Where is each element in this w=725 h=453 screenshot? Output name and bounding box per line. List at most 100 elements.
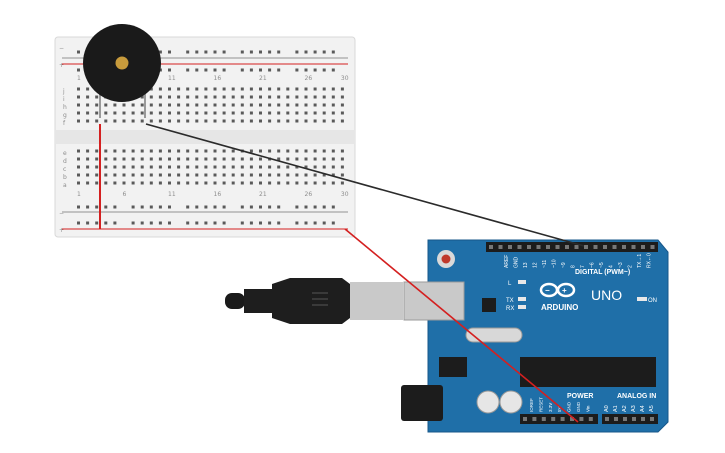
terminal-hole	[168, 103, 171, 107]
rail-hole	[158, 68, 162, 72]
terminal-hole	[240, 181, 244, 185]
terminal-hole	[295, 157, 299, 161]
rail-hole	[277, 68, 281, 72]
terminal-hole	[222, 111, 226, 115]
terminal-hole	[177, 181, 181, 185]
rail-hole	[322, 50, 326, 54]
row-label-d: d	[63, 158, 67, 165]
usb-logo-icon	[312, 292, 328, 306]
terminal-hole	[231, 87, 235, 91]
terminal-hole	[195, 149, 199, 153]
terminal-hole	[213, 87, 217, 91]
led-l	[518, 280, 526, 284]
terminal-hole	[222, 173, 226, 177]
terminal-hole	[140, 149, 144, 153]
digital-header-label: DIGITAL (PWM~)	[575, 269, 630, 276]
rail-hole	[168, 205, 171, 209]
terminal-hole	[331, 165, 335, 169]
reset-button-cap[interactable]	[441, 254, 451, 264]
terminal-hole	[177, 173, 181, 177]
terminal-hole	[277, 181, 281, 185]
rail-hole	[86, 205, 90, 209]
terminal-hole	[195, 95, 199, 99]
dc-barrel-jack	[401, 385, 443, 421]
terminal-hole	[304, 181, 308, 185]
rail-hole	[249, 50, 253, 54]
column-number: 16	[214, 191, 222, 198]
terminal-hole	[158, 157, 162, 161]
rail-hole	[213, 50, 217, 54]
terminal-hole	[177, 157, 181, 161]
terminal-hole	[259, 157, 262, 161]
terminal-hole	[195, 173, 199, 177]
terminal-hole	[131, 173, 135, 177]
terminal-hole	[213, 157, 217, 161]
digital-pin	[641, 245, 645, 249]
wires	[99, 123, 585, 423]
analog-pin	[632, 417, 636, 421]
terminal-hole	[277, 119, 281, 123]
led-rx-label: RX	[506, 306, 514, 312]
rail-hole	[249, 68, 253, 72]
terminal-hole	[131, 149, 135, 153]
digital-pin-label: 2	[628, 265, 634, 268]
terminal-hole	[322, 173, 326, 177]
terminal-hole	[213, 119, 217, 123]
rail-hole	[249, 205, 253, 209]
terminal-hole	[213, 103, 217, 107]
digital-pin	[584, 245, 588, 249]
terminal-hole	[295, 149, 299, 153]
terminal-hole	[331, 157, 335, 161]
digital-header	[486, 242, 658, 252]
digital-pin-label: 4	[609, 265, 615, 268]
terminal-hole	[113, 149, 117, 153]
terminal-hole	[77, 157, 80, 161]
terminal-hole	[222, 119, 226, 123]
row-label-j: j	[62, 88, 65, 95]
terminal-hole	[95, 95, 99, 99]
rail-hole	[104, 205, 108, 209]
terminal-hole	[86, 157, 90, 161]
usb-cable-strain-relief	[225, 293, 245, 309]
terminal-hole	[213, 173, 217, 177]
terminal-hole	[340, 95, 344, 99]
terminal-hole	[140, 165, 144, 169]
terminal-hole	[259, 165, 262, 169]
terminal-hole	[295, 111, 299, 115]
terminal-hole	[313, 95, 317, 99]
terminal-hole	[77, 119, 80, 123]
analog-pin-label: A4	[640, 405, 646, 412]
terminal-hole	[340, 149, 344, 153]
rail-hole	[95, 221, 99, 225]
power-pin-label: 5V	[557, 406, 562, 412]
terminal-hole	[204, 157, 208, 161]
terminal-hole	[204, 149, 208, 153]
power-pin	[523, 417, 527, 421]
power-pin-label: 3.3V	[548, 403, 553, 412]
terminal-hole	[204, 111, 208, 115]
analog-header-label: ANALOG IN	[617, 393, 656, 400]
terminal-hole	[113, 119, 117, 123]
terminal-hole	[158, 119, 162, 123]
terminal-hole	[322, 119, 326, 123]
terminal-hole	[268, 111, 272, 115]
row-label-g: g	[63, 112, 67, 119]
terminal-hole	[131, 157, 135, 161]
led-on	[637, 297, 647, 301]
terminal-hole	[268, 173, 272, 177]
terminal-hole	[295, 173, 299, 177]
model-label: UNO	[591, 287, 622, 303]
terminal-hole	[331, 119, 335, 123]
terminal-hole	[240, 119, 244, 123]
terminal-hole	[177, 149, 181, 153]
rail-hole	[140, 221, 144, 225]
terminal-hole	[86, 173, 90, 177]
terminal-hole	[204, 173, 208, 177]
buzzer-center	[115, 56, 129, 70]
terminal-hole	[240, 111, 244, 115]
terminal-hole	[295, 181, 299, 185]
terminal-hole	[186, 157, 190, 161]
rail-hole	[158, 205, 162, 209]
column-number: 16	[214, 75, 222, 82]
terminal-hole	[286, 173, 290, 177]
